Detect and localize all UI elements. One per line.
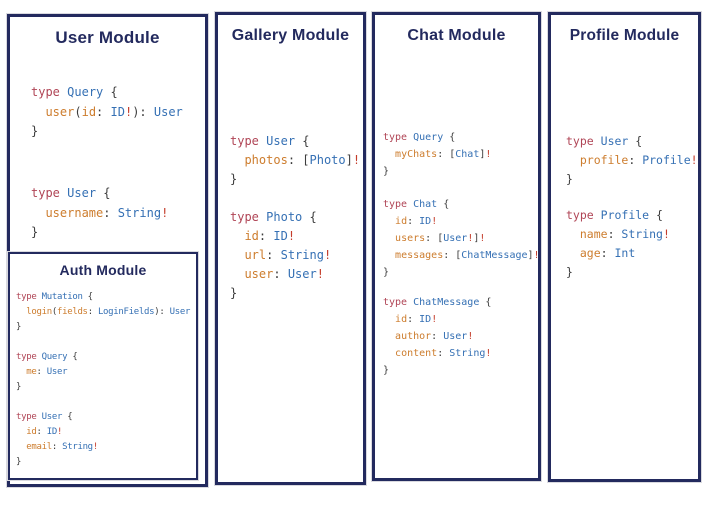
chat-query-type-code: type Query { myChats: [Chat]!} — [383, 132, 492, 177]
profile-user-type-code: type User { profile: Profile!} — [566, 134, 698, 186]
user-module-title: User Module — [55, 28, 160, 47]
gallery-module-title: Gallery Module — [231, 27, 350, 44]
profile-profile-type-code: type Profile { name: String! age: Int} — [566, 208, 670, 279]
gallery-user-type-code: type User { photos: [Photo]!} — [230, 134, 361, 186]
auth-module-title: Auth Module — [59, 262, 147, 278]
gallery-photo-type-code: type Photo { id: ID! url: String! user: … — [230, 210, 332, 300]
auth-module-panel: Auth Module type Mutation { login(fields… — [7, 251, 199, 481]
user-query-type-code: type Query { user(id: ID!): User} — [31, 85, 183, 138]
auth-schema-code: type Mutation { login(fields: LoginField… — [16, 292, 191, 467]
chat-chat-type-code: type Chat { id: ID! users: [User!]! mess… — [383, 199, 540, 278]
profile-module-panel: Profile Module type User { profile: Prof… — [547, 11, 702, 483]
chat-chatmessage-type-code: type ChatMessage { id: ID! author: User!… — [383, 297, 492, 376]
profile-module-title: Profile Module — [569, 27, 680, 44]
chat-module-title: Chat Module — [407, 27, 506, 44]
gallery-module-panel: Gallery Module type User { photos: [Phot… — [214, 11, 367, 486]
chat-module-panel: Chat Module type Query { myChats: [Chat]… — [371, 11, 542, 482]
user-module-panel: User Module type Query { user(id: ID!): … — [6, 13, 209, 488]
user-user-type-code: type User { username: String!} — [31, 186, 169, 239]
